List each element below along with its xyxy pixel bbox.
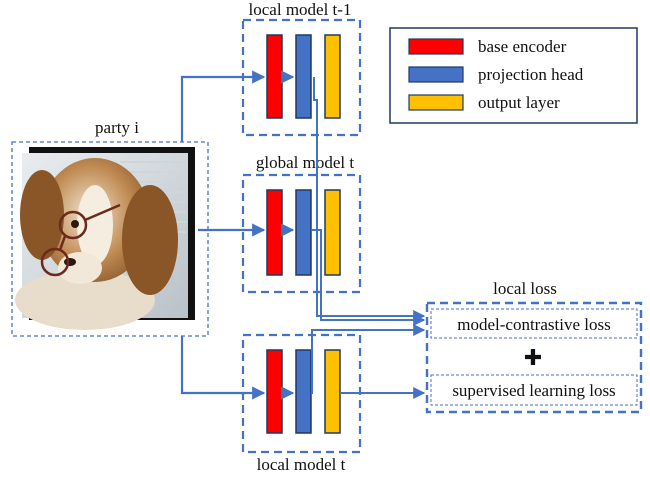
legend-label: projection head (478, 65, 584, 84)
contrastive-loss-label: model-contrastive loss (457, 315, 610, 334)
projection-head-block (295, 349, 312, 434)
party-label: party i (95, 118, 139, 137)
local-model-t-label: local model t (257, 455, 346, 474)
legend-items: base encoder projection head output layer (408, 37, 584, 112)
legend-swatch (408, 66, 464, 83)
supervised-loss-box (430, 374, 638, 406)
output-layer-block (324, 189, 341, 276)
party-image (15, 147, 195, 330)
legend-swatch (408, 94, 464, 111)
supervised-loss-label: supervised learning loss (452, 381, 615, 400)
global-model-t-label: global model t (256, 153, 354, 172)
contrastive-loss-box (430, 308, 638, 339)
output-layer-block (324, 34, 341, 119)
output-layer-block (324, 349, 341, 434)
global-model-t (241, 173, 362, 294)
input-arrows (180, 70, 295, 400)
local-model-t-1-label: local model t-1 (249, 0, 352, 19)
projection-head-block (295, 189, 312, 276)
base-encoder-block (266, 189, 283, 276)
legend-label: output layer (478, 93, 560, 112)
legend-swatch (408, 38, 464, 55)
loss-box (425, 301, 643, 414)
base-encoder-block (266, 349, 283, 434)
legend-label: base encoder (478, 37, 567, 56)
base-encoder-block (266, 34, 283, 119)
projection-head-block (295, 34, 312, 119)
plus-icon: ✚ (524, 345, 542, 370)
loss-title: local loss (493, 279, 557, 298)
party-box (11, 141, 209, 337)
loss-arrows (311, 77, 426, 399)
